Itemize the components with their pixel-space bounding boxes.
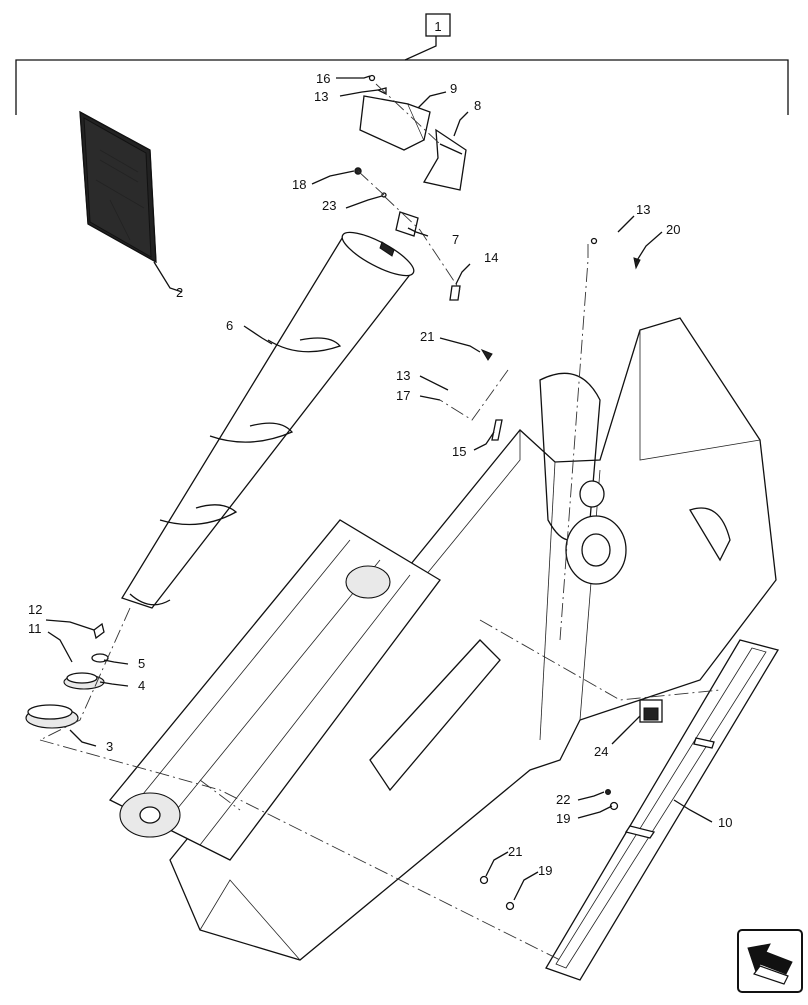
callout-21-a: 21 bbox=[420, 329, 434, 344]
callout-19-b: 19 bbox=[538, 863, 552, 878]
callout-4: 4 bbox=[138, 678, 145, 693]
callout-17: 17 bbox=[396, 388, 410, 403]
callout-labels: 1 2 3 4 5 6 7 8 9 10 11 12 13 13 13 14 1… bbox=[28, 19, 732, 878]
callout-1: 1 bbox=[434, 19, 441, 34]
part-7-block bbox=[395, 211, 419, 237]
callout-10: 10 bbox=[718, 815, 732, 830]
callout-16: 16 bbox=[316, 71, 330, 86]
callout-15: 15 bbox=[452, 444, 466, 459]
chain-conveyor bbox=[108, 519, 441, 861]
shield-part bbox=[545, 639, 780, 981]
callout-23: 23 bbox=[322, 198, 336, 213]
pulley-parts bbox=[25, 622, 109, 729]
hardware bbox=[354, 74, 641, 911]
callout-22: 22 bbox=[556, 792, 570, 807]
callout-2: 2 bbox=[176, 285, 183, 300]
callout-18: 18 bbox=[292, 177, 306, 192]
operators-manual bbox=[79, 110, 157, 264]
callout-3: 3 bbox=[106, 739, 113, 754]
callout-24: 24 bbox=[594, 744, 608, 759]
callout-19-a: 19 bbox=[556, 811, 570, 826]
callout-21-b: 21 bbox=[508, 844, 522, 859]
auger-assembly bbox=[121, 231, 415, 609]
callout-14: 14 bbox=[484, 250, 498, 265]
callout-8: 8 bbox=[474, 98, 481, 113]
leaders bbox=[45, 75, 713, 901]
arrow-icon[interactable] bbox=[737, 929, 803, 993]
callout-13-b: 13 bbox=[396, 368, 410, 383]
callout-7: 7 bbox=[452, 232, 459, 247]
decal-icon bbox=[639, 699, 663, 723]
callout-11: 11 bbox=[28, 621, 42, 636]
callout-13-a: 13 bbox=[314, 89, 328, 104]
feeder-housing bbox=[169, 317, 777, 961]
cover-plates bbox=[359, 95, 467, 191]
callout-9: 9 bbox=[450, 81, 457, 96]
callout-20: 20 bbox=[666, 222, 680, 237]
callout-6: 6 bbox=[226, 318, 233, 333]
callout-12: 12 bbox=[28, 602, 42, 617]
group-bracket bbox=[15, 13, 789, 115]
callout-13-c: 13 bbox=[636, 202, 650, 217]
assembly-lines bbox=[39, 83, 721, 961]
callout-5: 5 bbox=[138, 656, 145, 671]
